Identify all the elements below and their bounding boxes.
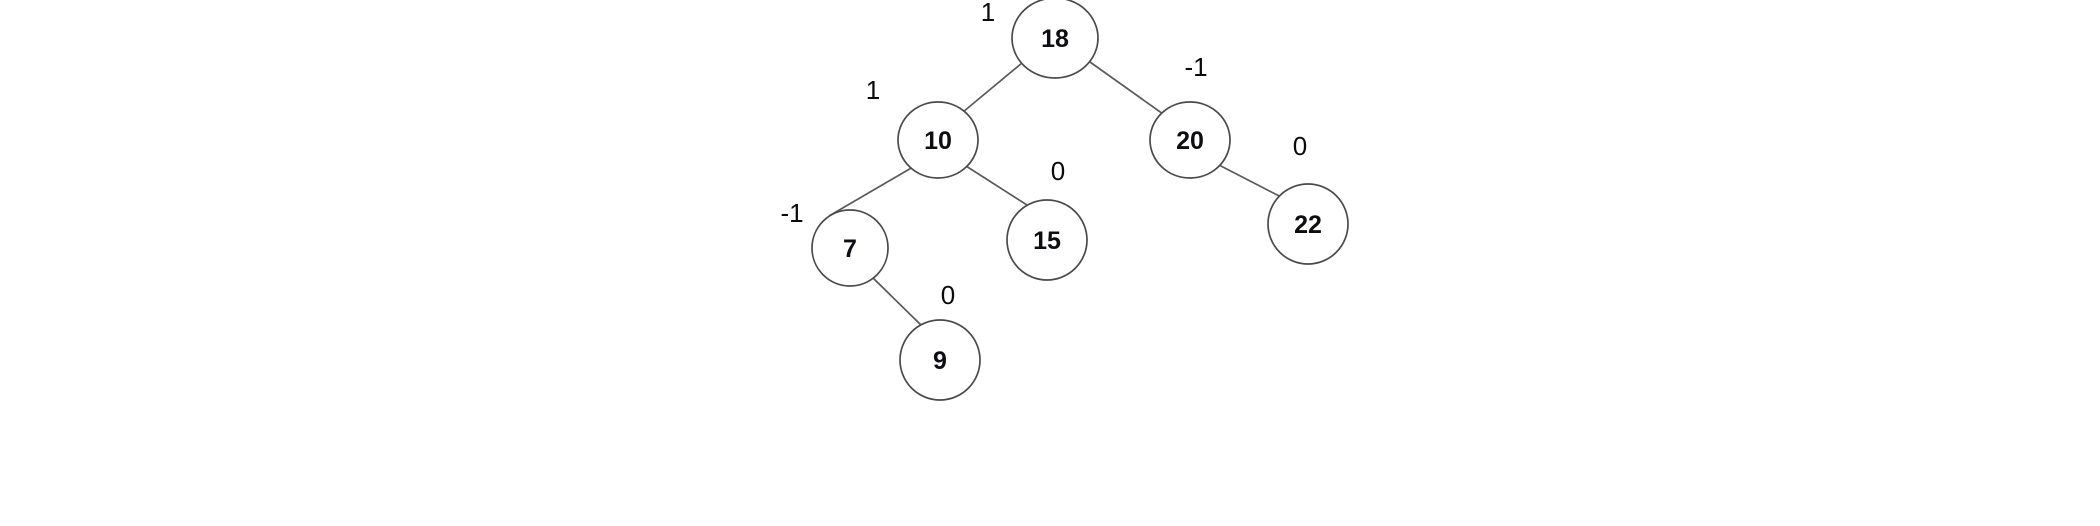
tree-edge <box>828 166 914 217</box>
tree-edge <box>1218 164 1286 200</box>
balance-factor-label: 0 <box>1051 156 1065 186</box>
node-circle[interactable] <box>1267 183 1349 265</box>
tree-edge <box>870 275 923 327</box>
node-value-label: 7 <box>843 235 857 263</box>
balance-factor-label: 1 <box>981 0 995 27</box>
node-value-label: 10 <box>924 127 952 155</box>
node-value-label: 18 <box>1041 25 1069 53</box>
tree-node[interactable]: 18 <box>1011 0 1099 79</box>
tree-edge <box>962 62 1023 113</box>
node-circle[interactable] <box>811 209 889 287</box>
node-value-label: 15 <box>1033 227 1061 255</box>
tree-node[interactable]: 22 <box>1267 183 1349 265</box>
balance-factor-label: 0 <box>941 280 955 310</box>
tree-node[interactable]: 10 <box>897 101 979 179</box>
balance-factor-label: 1 <box>866 75 880 105</box>
tree-node[interactable]: 15 <box>1006 199 1088 281</box>
balance-factor-label: 0 <box>1293 131 1307 161</box>
node-circle[interactable] <box>1011 0 1099 79</box>
node-circle[interactable] <box>897 101 979 179</box>
tree-node[interactable]: 20 <box>1149 101 1231 179</box>
balance-factor-group: 1 1 -1 -1 0 0 0 <box>780 0 1307 310</box>
balance-factor-label: -1 <box>780 198 803 228</box>
node-value-label: 20 <box>1176 127 1204 155</box>
node-circle[interactable] <box>1006 199 1088 281</box>
tree-edge <box>965 165 1028 206</box>
tree-edge <box>1089 61 1164 115</box>
balance-factor-label: -1 <box>1184 52 1207 82</box>
node-value-label: 22 <box>1294 211 1322 239</box>
edges-group <box>828 61 1286 327</box>
node-circle[interactable] <box>899 319 981 401</box>
node-value-label: 9 <box>933 347 947 375</box>
node-circle[interactable] <box>1149 101 1231 179</box>
tree-node[interactable]: 7 <box>811 209 889 287</box>
tree-node[interactable]: 9 <box>899 319 981 401</box>
